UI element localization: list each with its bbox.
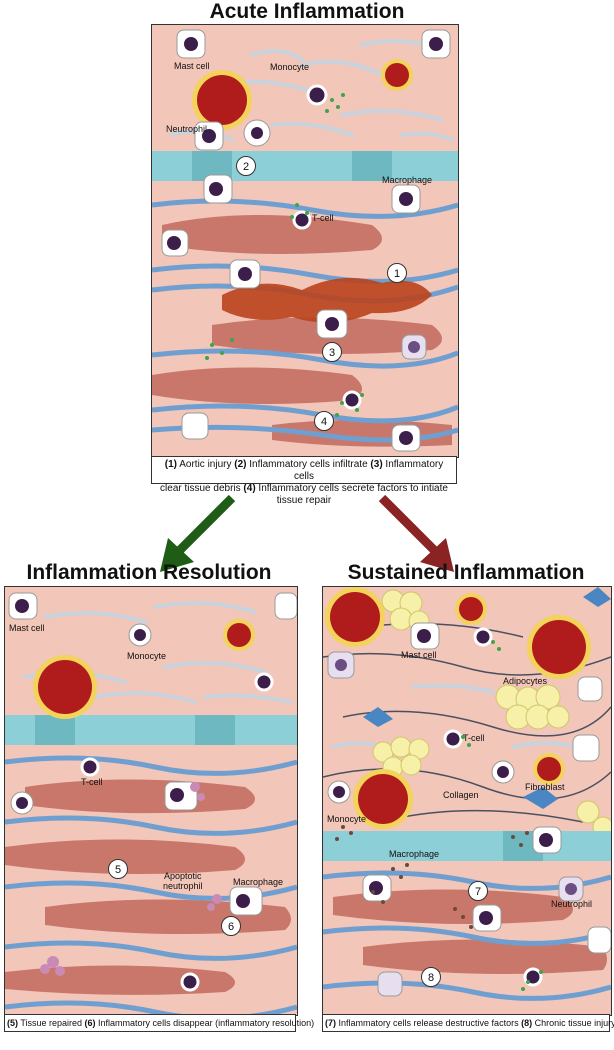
acute-panel: Mast cell Monocyte Neutrophil Macrophage… — [151, 24, 459, 458]
label-t-cell: T-cell — [81, 777, 103, 787]
label-mast-cell: Mast cell — [401, 650, 437, 660]
marker-3: 3 — [322, 342, 342, 362]
label-mast-cell: Mast cell — [9, 623, 45, 633]
label-collagen: Collagen — [443, 790, 479, 800]
label-t-cell: T-cell — [463, 733, 485, 743]
label-neutrophil: Neutrophil — [551, 899, 593, 909]
label-monocyte: Monocyte — [327, 814, 367, 824]
acute-caption: (1) Aortic injury (2) Inflammatory cells… — [151, 456, 457, 506]
aortic-injury — [222, 277, 432, 323]
acute-title: Acute Inflammation — [209, 0, 405, 23]
resolution-panel: Mast cell Monocyte T-cell Apoptotic neut… — [4, 586, 298, 1016]
marker-8: 8 — [421, 967, 441, 987]
marker-7: 7 — [468, 881, 488, 901]
marker-2: 2 — [236, 156, 256, 176]
label-monocyte: Monocyte — [270, 62, 310, 72]
marker-4: 4 — [314, 411, 334, 431]
label-macrophage: Macrophage — [382, 175, 433, 185]
acute-illustration — [152, 25, 458, 457]
secreted-factors — [205, 93, 364, 417]
sustained-caption: (7) Inflammatory cells release destructi… — [322, 1014, 614, 1032]
resolution-caption: (5) Tissue repaired (6) Inflammatory cel… — [4, 1014, 314, 1032]
marker-1: 1 — [387, 263, 407, 283]
marker-6: 6 — [221, 916, 241, 936]
resolution-illustration — [5, 587, 297, 1015]
label-fibroblast: Fibroblast — [525, 782, 565, 792]
branch-arrows — [160, 494, 454, 572]
label-monocyte: Monocyte — [127, 651, 167, 661]
immune-cells — [161, 29, 451, 452]
sustained-illustration — [323, 587, 611, 1015]
sustained-title: Sustained Inflammation — [347, 561, 585, 584]
sustained-panel: Mast cell Adipocytes T-cell Collagen Fib… — [322, 586, 612, 1016]
label-adipocytes: Adipocytes — [503, 676, 548, 686]
label-apoptotic-neutrophil: Apoptotic neutrophil — [163, 871, 203, 891]
red-arrow — [378, 494, 454, 572]
vasa-vasorum — [192, 59, 413, 130]
marker-5: 5 — [108, 859, 128, 879]
green-arrow — [160, 494, 236, 572]
label-macrophage: Macrophage — [233, 877, 284, 887]
resolution-title: Inflammation Resolution — [26, 561, 272, 584]
label-macrophage: Macrophage — [389, 849, 440, 859]
label-neutrophil: Neutrophil — [166, 124, 208, 134]
label-mast-cell: Mast cell — [174, 61, 210, 71]
label-t-cell: T-cell — [312, 213, 334, 223]
